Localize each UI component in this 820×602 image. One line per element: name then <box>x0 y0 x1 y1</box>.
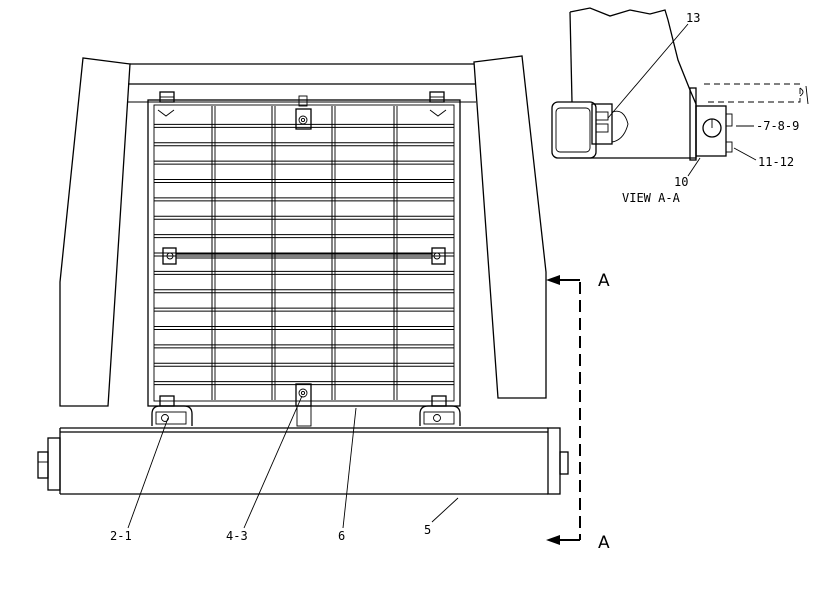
bottom-center-bolt <box>295 383 312 427</box>
callout-4-3: 4-3 <box>226 529 248 543</box>
callout-7-8-9: -7-8-9 <box>756 119 799 133</box>
right-post <box>473 55 547 399</box>
callout-2-1: 2-1 <box>110 529 132 543</box>
callout-5: 5 <box>424 523 431 537</box>
leader-lines <box>127 395 459 529</box>
top-center-bolt <box>295 95 312 130</box>
top-beam <box>128 63 476 103</box>
callout-13: 13 <box>686 11 700 25</box>
center-rod <box>162 247 446 265</box>
top-left-bolt <box>157 91 175 117</box>
callout-11-12: 11-12 <box>758 155 794 169</box>
view-title: VIEW A-A <box>622 191 681 205</box>
callout-6: 6 <box>338 529 345 543</box>
section-mark-top: A <box>598 271 610 291</box>
grille <box>154 106 454 400</box>
callout-10: 10 <box>674 175 688 189</box>
left-post <box>59 57 131 407</box>
bottom-right-bracket <box>419 395 461 426</box>
view-a-a-detail <box>551 7 809 177</box>
bottom-crossbar <box>37 427 569 495</box>
top-right-bolt <box>429 91 447 117</box>
bottom-left-bracket <box>151 395 193 426</box>
section-mark-bottom: A <box>598 533 610 553</box>
section-line-a-a <box>546 275 581 545</box>
